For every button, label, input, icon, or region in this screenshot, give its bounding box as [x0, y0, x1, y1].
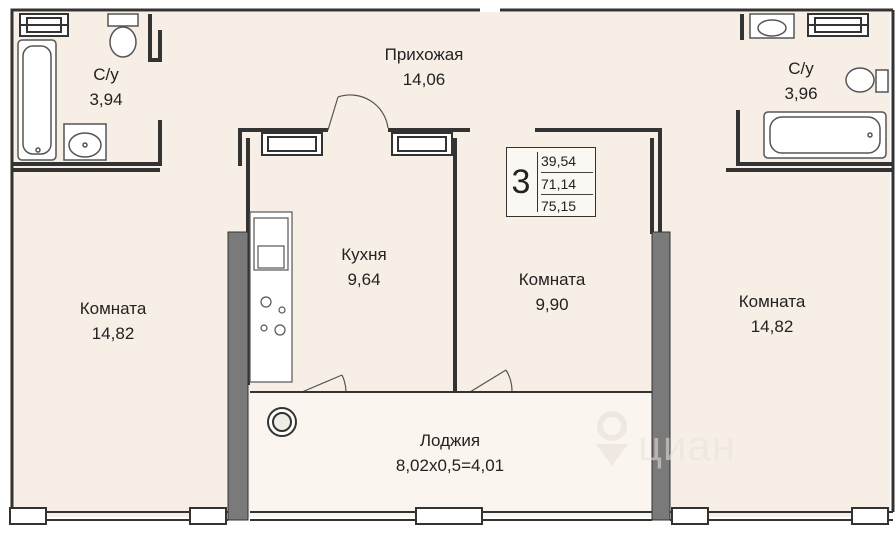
bathroom-right-name: С/у	[788, 59, 814, 78]
cian-watermark: циан	[590, 400, 790, 480]
watermark-text: циан	[638, 422, 737, 469]
bathroom-left-name: С/у	[93, 65, 119, 84]
bathroom-right-area: 3,96	[784, 84, 818, 103]
kitchen-window-left	[261, 132, 323, 156]
rooms-count: 3	[511, 163, 531, 201]
window-top-right	[807, 13, 869, 37]
room-label-kitchen: Кухня 9,64	[341, 242, 387, 292]
room-label-loggia: Лоджия 8,02x0,5=4,01	[396, 428, 504, 478]
kitchen-name: Кухня	[341, 245, 387, 264]
bathroom-left-walls	[12, 14, 162, 166]
sink-left	[63, 123, 107, 161]
loggia-floor	[250, 392, 652, 517]
total-with-loggia: 75,15	[541, 194, 593, 217]
toilet-right	[845, 67, 889, 93]
sink-right	[749, 13, 795, 39]
room-right-area: 14,82	[750, 317, 794, 336]
room-label-room-left: Комната 14,82	[80, 296, 147, 346]
center-room-walls	[535, 128, 662, 234]
toilet-left	[107, 13, 139, 58]
loggia-name: Лоджия	[419, 431, 481, 450]
room-label-room-right: Комната 14,82	[739, 289, 806, 339]
room-label-bathroom-left: С/у 3,94	[89, 62, 122, 112]
loggia-fixture	[267, 407, 297, 437]
window-top-left	[19, 13, 69, 37]
hallway-name: Прихожая	[384, 45, 464, 64]
room-label-hallway: Прихожая 14,06	[385, 42, 464, 92]
loggia-area: 8,02x0,5=4,01	[395, 456, 505, 475]
area-summary: 3 39,54 71,14 75,15	[506, 147, 596, 217]
bathroom-right-walls	[736, 14, 893, 166]
bathroom-left-area: 3,94	[89, 90, 123, 109]
room-left-name: Комната	[79, 299, 147, 318]
room-left-area: 14,82	[91, 324, 135, 343]
kitchen-door-swing	[327, 94, 389, 131]
room-center-name: Комната	[518, 270, 586, 289]
loggia-doors	[250, 369, 652, 393]
kitchen-counter	[249, 211, 293, 383]
summary-divider	[537, 152, 538, 212]
kitchen-area: 9,64	[347, 270, 381, 289]
kitchen-window-right	[391, 132, 453, 156]
railing-posts	[9, 507, 889, 525]
cian-logo-icon	[596, 411, 628, 466]
living-area: 39,54	[541, 153, 577, 169]
room-right-name: Комната	[738, 292, 806, 311]
bathtub-left	[17, 39, 57, 161]
bathtub-right	[763, 111, 887, 159]
columns	[227, 231, 671, 521]
total-area: 71,14	[541, 172, 593, 195]
room-center-area: 9,90	[535, 295, 569, 314]
room-label-bathroom-right: С/у 3,96	[784, 56, 817, 106]
room-label-room-center: Комната 9,90	[519, 267, 586, 317]
hallway-area: 14,06	[402, 70, 446, 89]
